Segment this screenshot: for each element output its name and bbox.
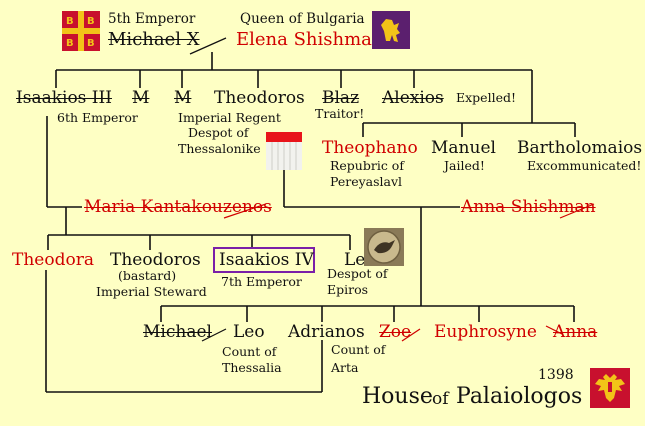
house-title-word: House xyxy=(362,384,433,409)
current-emperor-highlight-box xyxy=(213,247,315,273)
zoe-strike xyxy=(401,328,421,342)
isaakios-iv-name: Isaakios IV xyxy=(219,250,314,270)
leo-thessalia-note-1: Count of xyxy=(222,344,277,359)
maria-kantakouzenos-name: Maria Kantakouzenos xyxy=(84,197,272,217)
michael-child-strike xyxy=(201,328,227,342)
theodoros-note-3: Thessalonike xyxy=(178,141,261,156)
spouse-strike-lines xyxy=(223,203,267,219)
theodoros-note-1: Imperial Regent xyxy=(178,110,281,125)
bartholomaios-name: Bartholomaios xyxy=(517,138,643,158)
svg-text:B: B xyxy=(87,38,95,49)
anna-strike-line xyxy=(559,203,595,219)
theophano-note-1: Repubric of xyxy=(330,158,404,173)
michael-x-title: 5th Emperor xyxy=(108,11,196,27)
leo-thessalia-note-2: Thessalia xyxy=(222,360,282,375)
euphrosyne-name: Euphrosyne xyxy=(434,322,537,342)
alexios-name: Alexios xyxy=(382,88,444,108)
theodoros-name: Theodoros xyxy=(214,88,305,108)
isaakios-iii-note: 6th Emperor xyxy=(57,110,138,125)
alexios-note: Expelled! xyxy=(456,90,516,105)
theophano-name: Theophano xyxy=(322,138,418,158)
manuel-note: Jailed! xyxy=(444,158,485,173)
double-headed-eagle-icon xyxy=(590,368,630,408)
bartholomaios-note: Excommunicated! xyxy=(527,158,642,173)
theodoros-note-2: Despot of xyxy=(188,125,249,140)
house-title-dynasty: Palaiologos xyxy=(456,384,583,409)
red-white-flag-icon xyxy=(266,132,302,170)
michael-x-name: Michael X xyxy=(108,29,200,50)
adrianos-name: Adrianos xyxy=(288,322,365,342)
blaz-name: Blaz xyxy=(322,88,360,108)
bird-seal-icon xyxy=(364,228,404,266)
leo-epiros-note-2: Epiros xyxy=(327,282,369,297)
theodoros-bastard-name: Theodoros xyxy=(110,250,201,270)
leo-thessalia-name: Leo xyxy=(233,322,265,342)
blaz-note: Traitor! xyxy=(315,106,365,121)
michael-child-name: Michael xyxy=(143,322,212,342)
manuel-name: Manuel xyxy=(431,138,496,158)
michael-x-strike-line xyxy=(189,37,227,55)
elena-shishman-name: Elena Shishman xyxy=(236,29,384,50)
adrianos-note-2: Arta xyxy=(331,360,359,375)
child-m-2: M xyxy=(174,88,192,108)
theodoros-bastard-note-2: Imperial Steward xyxy=(96,284,207,299)
svg-text:B: B xyxy=(66,38,74,49)
anna-child-strike xyxy=(545,325,563,335)
zoe-name: Zoe xyxy=(379,322,412,342)
isaakios-iii-name: Isaakios III xyxy=(16,88,112,108)
year-label: 1398 xyxy=(538,367,574,383)
theophano-note-2: Pereyaslavl xyxy=(330,174,403,189)
svg-text:B: B xyxy=(66,16,74,27)
isaakios-iv-note: 7th Emperor xyxy=(221,274,302,289)
child-m-1: M xyxy=(132,88,150,108)
leo-epiros-note-1: Despot of xyxy=(327,266,388,281)
svg-text:B: B xyxy=(87,16,95,27)
elena-title: Queen of Bulgaria xyxy=(240,11,365,27)
lion-rampant-arms-icon xyxy=(372,11,410,49)
adrianos-note-1: Count of xyxy=(331,342,386,357)
house-title-of: of xyxy=(432,389,449,409)
anna-shishman-name: Anna Shishman xyxy=(461,197,596,217)
anna-child-name: Anna xyxy=(553,322,598,342)
theodora-name: Theodora xyxy=(12,250,94,270)
theodoros-bastard-note-1: (bastard) xyxy=(118,268,177,283)
